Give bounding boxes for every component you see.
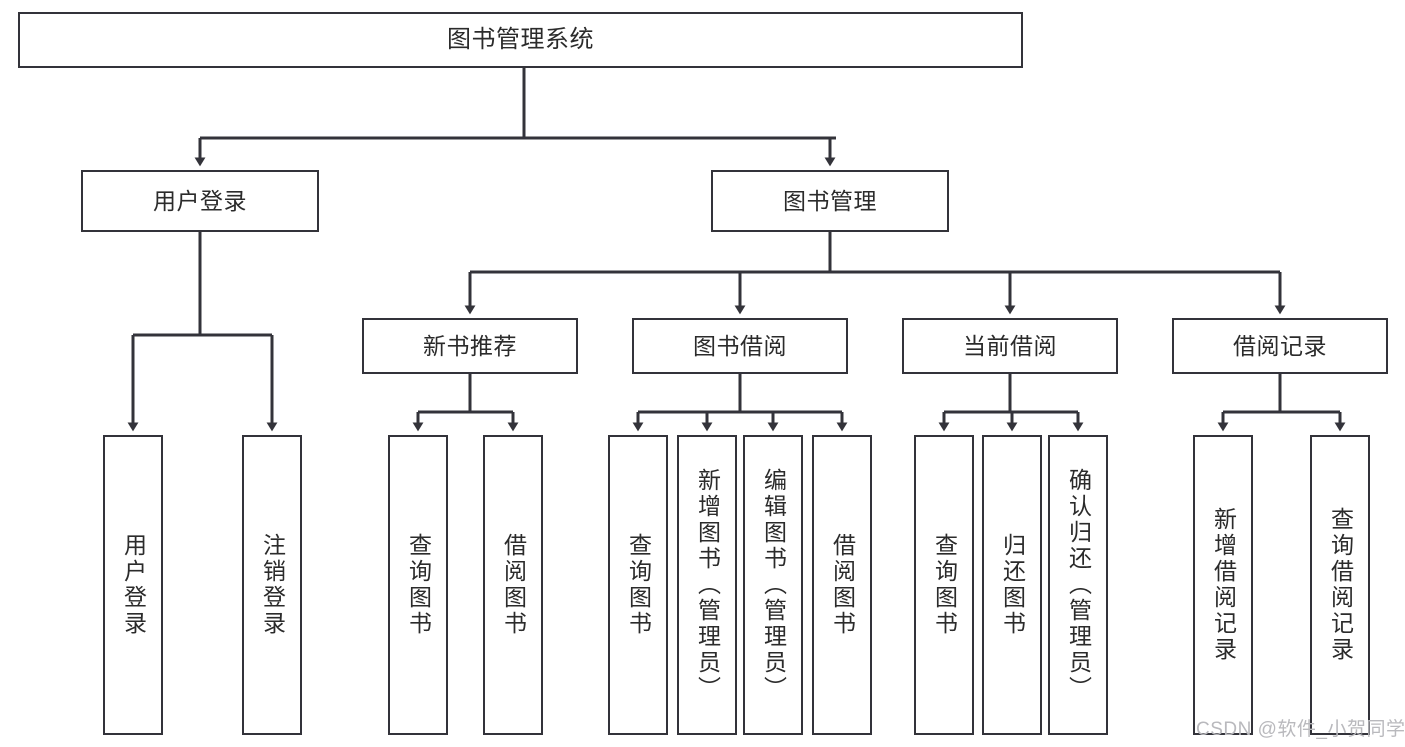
node-label: 图书管理 bbox=[783, 187, 877, 214]
node-borrow-record[interactable]: 借阅记录 bbox=[1172, 318, 1388, 374]
node-user-login[interactable]: 用户登录 bbox=[81, 170, 319, 232]
node-label: 新增图书（管理员） bbox=[694, 468, 721, 702]
node-book-manage[interactable]: 图书管理 bbox=[711, 170, 949, 232]
node-label: 借阅记录 bbox=[1233, 332, 1327, 359]
node-leaf-query-record[interactable]: 查询借阅记录 bbox=[1310, 435, 1370, 735]
node-leaf-add-book[interactable]: 新增图书（管理员） bbox=[677, 435, 737, 735]
node-leaf-query-book-1[interactable]: 查询图书 bbox=[388, 435, 448, 735]
node-label: 查询图书 bbox=[625, 533, 652, 637]
node-label: 图书管理系统 bbox=[447, 26, 594, 54]
node-leaf-user-logout[interactable]: 注销登录 bbox=[242, 435, 302, 735]
node-label: 借阅图书 bbox=[500, 533, 527, 637]
node-label: 查询图书 bbox=[931, 533, 958, 637]
node-label: 用户登录 bbox=[120, 533, 147, 637]
node-leaf-borrow-book-1[interactable]: 借阅图书 bbox=[483, 435, 543, 735]
node-label: 新增借阅记录 bbox=[1210, 507, 1237, 663]
node-leaf-query-book-3[interactable]: 查询图书 bbox=[914, 435, 974, 735]
node-label: 归还图书 bbox=[999, 533, 1026, 637]
node-book-borrow[interactable]: 图书借阅 bbox=[632, 318, 848, 374]
node-label: 编辑图书（管理员） bbox=[760, 468, 787, 702]
node-label: 新书推荐 bbox=[423, 332, 517, 359]
node-label: 确认归还（管理员） bbox=[1065, 468, 1092, 702]
node-label: 查询图书 bbox=[405, 533, 432, 637]
node-label: 图书借阅 bbox=[693, 332, 787, 359]
node-label: 当前借阅 bbox=[963, 332, 1057, 359]
node-leaf-add-record[interactable]: 新增借阅记录 bbox=[1193, 435, 1253, 735]
node-root-system[interactable]: 图书管理系统 bbox=[18, 12, 1023, 68]
node-label: 查询借阅记录 bbox=[1327, 507, 1354, 663]
node-leaf-user-login[interactable]: 用户登录 bbox=[103, 435, 163, 735]
node-new-book-rec[interactable]: 新书推荐 bbox=[362, 318, 578, 374]
node-leaf-confirm-return[interactable]: 确认归还（管理员） bbox=[1048, 435, 1108, 735]
node-leaf-edit-book[interactable]: 编辑图书（管理员） bbox=[743, 435, 803, 735]
node-leaf-query-book-2[interactable]: 查询图书 bbox=[608, 435, 668, 735]
node-label: 注销登录 bbox=[259, 533, 286, 637]
node-leaf-return-book[interactable]: 归还图书 bbox=[982, 435, 1042, 735]
node-current-borrow[interactable]: 当前借阅 bbox=[902, 318, 1118, 374]
node-label: 借阅图书 bbox=[829, 533, 856, 637]
node-label: 用户登录 bbox=[153, 187, 247, 214]
node-leaf-borrow-book-2[interactable]: 借阅图书 bbox=[812, 435, 872, 735]
csdn-watermark: CSDN @软件_小贺同学 bbox=[1196, 719, 1405, 740]
